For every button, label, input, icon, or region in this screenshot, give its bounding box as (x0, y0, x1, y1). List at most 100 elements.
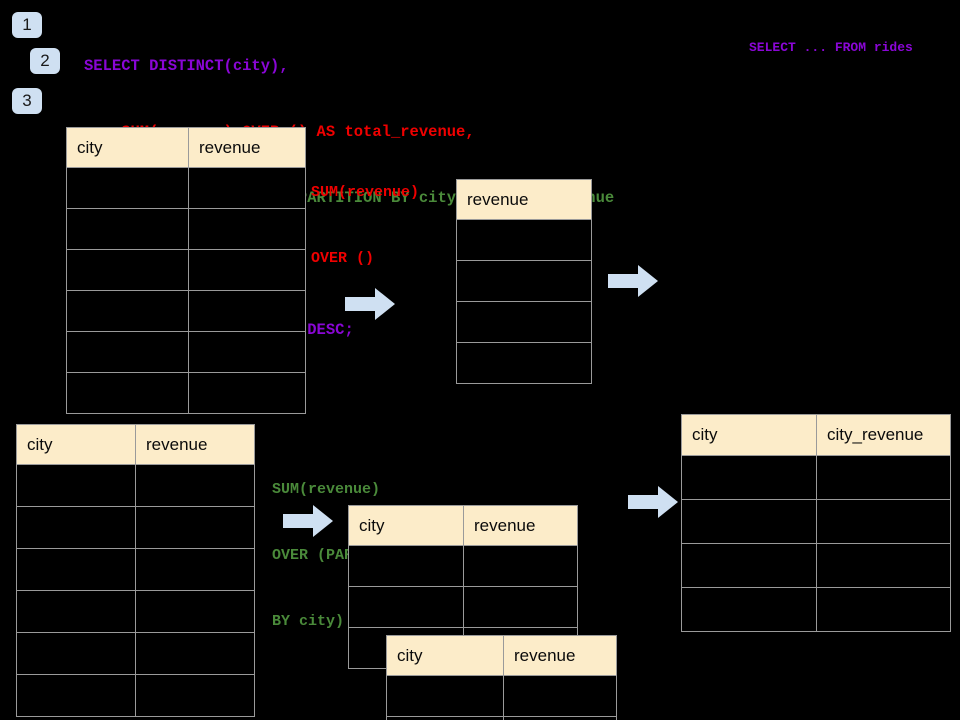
table-row (16, 506, 255, 549)
cell-city-revenue (816, 587, 951, 632)
cell-revenue (135, 674, 255, 717)
arrow-source-to-total-icon (345, 288, 395, 320)
column-header-revenue: revenue (188, 127, 306, 168)
rides-source-bottom-table: city revenue (16, 424, 255, 717)
cell-city (681, 587, 817, 632)
table-row (16, 464, 255, 507)
table-row (66, 167, 306, 209)
column-header-revenue: revenue (135, 424, 255, 465)
arrow-source-to-partition-icon (283, 505, 333, 537)
cell-city (66, 167, 189, 209)
cell-city (66, 290, 189, 332)
arrow-total-to-result-icon (608, 265, 658, 297)
annotation-partition-line1: SUM(revenue) (272, 481, 381, 498)
cell-city (386, 716, 504, 720)
annotation-sum-over-partition: SUM(revenue) OVER (PARTITION BY city) (272, 435, 407, 677)
table-header-row: city city_revenue (681, 414, 951, 456)
cell-city (386, 675, 504, 717)
table-header-row: revenue (456, 179, 592, 220)
column-header-city: city (66, 127, 189, 168)
partition-group-front-table: city revenue (386, 635, 617, 720)
step-badge-2: 2 (30, 48, 60, 74)
cell-city (16, 506, 136, 549)
total-revenue-table: revenue (456, 179, 592, 384)
cell-revenue (188, 331, 306, 373)
sql-line-select: SELECT DISTINCT(city), (84, 57, 289, 75)
column-header-city: city (386, 635, 504, 676)
table-header-row: city revenue (386, 635, 617, 676)
cell-revenue (135, 548, 255, 591)
column-header-revenue: revenue (456, 179, 592, 220)
cell-revenue (503, 716, 617, 720)
table-header-row: city revenue (66, 127, 306, 168)
cell-revenue (456, 260, 592, 302)
cell-revenue (188, 208, 306, 250)
table-row (66, 372, 306, 414)
table-row (348, 586, 578, 628)
cell-city (16, 632, 136, 675)
cell-revenue (463, 586, 578, 628)
table-row (66, 290, 306, 332)
cell-city-revenue (816, 455, 951, 500)
cell-city (681, 455, 817, 500)
cell-revenue (503, 675, 617, 717)
cell-city (66, 331, 189, 373)
cell-city (348, 545, 464, 587)
annotation-over-empty-line1: SUM(revenue) (311, 184, 420, 201)
cell-city (66, 208, 189, 250)
table-row (16, 590, 255, 633)
annotation-sum-over-empty: SUM(revenue) OVER () (311, 138, 419, 314)
cell-city (681, 543, 817, 588)
cell-revenue (135, 506, 255, 549)
table-row (681, 455, 951, 500)
table-row (66, 208, 306, 250)
cell-city-revenue (816, 499, 951, 544)
final-result-table: city city_revenue (681, 414, 951, 632)
cell-city-revenue (816, 543, 951, 588)
table-row (456, 301, 592, 343)
cell-city (348, 586, 464, 628)
arrow-partition-to-result-icon (628, 486, 678, 518)
table-row (66, 331, 306, 373)
table-row (386, 716, 617, 720)
table-row (456, 260, 592, 302)
side-note-select-from: SELECT ... FROM rides (749, 40, 913, 55)
table-row (681, 499, 951, 544)
cell-city (16, 548, 136, 591)
column-header-city-revenue: city_revenue (816, 414, 951, 456)
column-header-city: city (348, 505, 464, 546)
table-row (66, 249, 306, 291)
cell-revenue (135, 590, 255, 633)
table-row (16, 674, 255, 717)
cell-revenue (456, 219, 592, 261)
table-row (348, 545, 578, 587)
step-badge-1: 1 (12, 12, 42, 38)
rides-source-top-table: city revenue (66, 127, 306, 414)
annotation-partition-line3: BY city) (272, 613, 345, 630)
table-row (16, 632, 255, 675)
column-header-revenue: revenue (503, 635, 617, 676)
table-header-row: city revenue (16, 424, 255, 465)
table-row (386, 675, 617, 717)
table-header-row: city revenue (348, 505, 578, 546)
cell-revenue (135, 464, 255, 507)
cell-city (16, 464, 136, 507)
cell-revenue (188, 249, 306, 291)
table-row (681, 587, 951, 632)
table-row (16, 548, 255, 591)
column-header-city: city (681, 414, 817, 456)
cell-city (681, 499, 817, 544)
cell-revenue (463, 545, 578, 587)
step-badge-3: 3 (12, 88, 42, 114)
cell-revenue (188, 167, 306, 209)
cell-city (16, 674, 136, 717)
cell-revenue (188, 290, 306, 332)
cell-city (66, 372, 189, 414)
cell-revenue (188, 372, 306, 414)
cell-revenue (135, 632, 255, 675)
table-row (456, 342, 592, 384)
column-header-city: city (16, 424, 136, 465)
cell-revenue (456, 301, 592, 343)
cell-revenue (456, 342, 592, 384)
